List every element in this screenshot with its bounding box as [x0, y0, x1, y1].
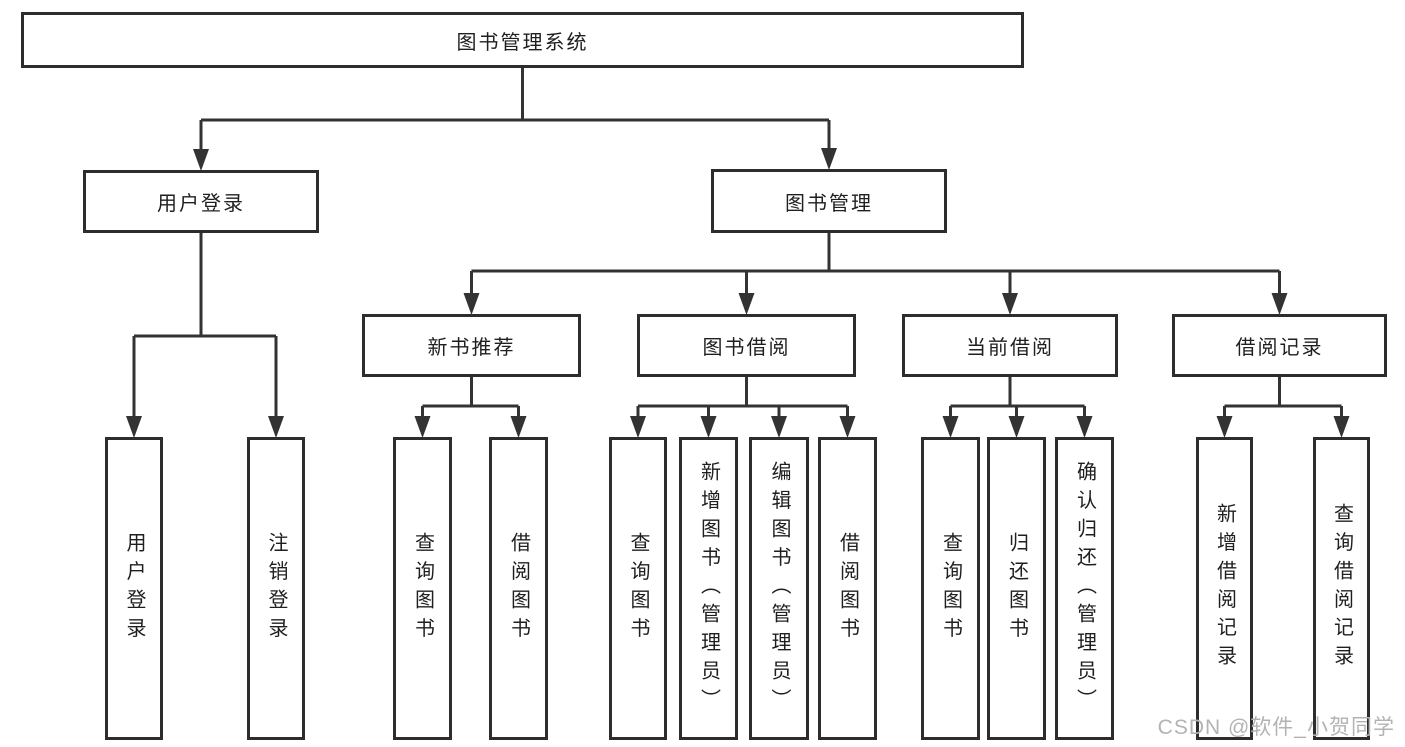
- leaf-borrow-books-recommend: 借阅图书: [489, 437, 548, 740]
- leaf-user-login: 用户登录: [105, 437, 163, 740]
- leaf-query-borrow-record: 查询借阅记录: [1313, 437, 1370, 740]
- leaf-query-books-borrowing: 查询图书: [609, 437, 667, 740]
- node-user-login: 用户登录: [83, 170, 319, 233]
- node-borrowing-records: 借阅记录: [1172, 314, 1387, 377]
- leaf-confirm-return-admin: 确认归还（管理员）: [1055, 437, 1114, 740]
- arrowhead-icons: [126, 148, 1350, 438]
- leaf-logout: 注销登录: [247, 437, 305, 740]
- node-current-borrowing: 当前借阅: [902, 314, 1118, 377]
- watermark: CSDN @软件_小贺同学: [1157, 716, 1395, 739]
- leaf-add-borrow-record: 新增借阅记录: [1196, 437, 1253, 740]
- node-new-book-recommendation: 新书推荐: [362, 314, 581, 377]
- leaf-edit-books-admin: 编辑图书（管理员）: [749, 437, 809, 740]
- leaf-add-books-admin: 新增图书（管理员）: [679, 437, 738, 740]
- leaf-query-books-recommend: 查询图书: [393, 437, 452, 740]
- node-book-borrowing: 图书借阅: [637, 314, 856, 377]
- leaf-borrow-books: 借阅图书: [818, 437, 877, 740]
- leaf-query-books-current: 查询图书: [921, 437, 980, 740]
- node-book-management: 图书管理: [711, 169, 947, 233]
- node-library-management-system: 图书管理系统: [21, 12, 1024, 68]
- leaf-return-books: 归还图书: [987, 437, 1046, 740]
